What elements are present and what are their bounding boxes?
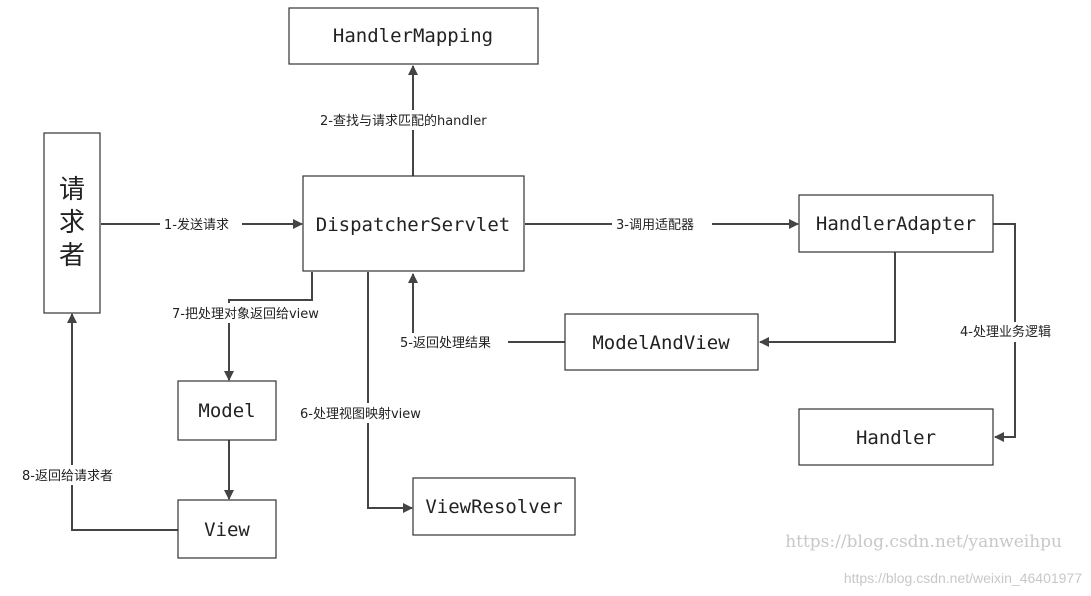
node-view-resolver: ViewResolver <box>412 477 576 536</box>
view-resolver-label: ViewResolver <box>425 496 562 518</box>
handler-mapping-label: HandlerMapping <box>333 25 493 47</box>
node-requester: 请 求 者 <box>43 132 101 314</box>
model-label: Model <box>198 400 255 422</box>
edge-labels: 1-发送请求 2-查找与请求匹配的handler 3-调用适配器 4-处理业务逻… <box>20 110 1068 485</box>
edge-view-mapping <box>367 272 413 513</box>
node-view: View <box>177 499 277 559</box>
dispatcher-servlet-label: DispatcherServlet <box>316 214 510 236</box>
view-label: View <box>204 519 250 541</box>
requester-char-3: 者 <box>59 241 85 271</box>
node-dispatcher-servlet: DispatcherServlet <box>302 175 525 272</box>
handler-label: Handler <box>856 427 936 449</box>
requester-char-1: 请 <box>59 175 85 205</box>
model-and-view-label: ModelAndView <box>592 332 730 354</box>
edge-adapter-to-modelandview <box>759 252 896 347</box>
label-step3: 3-调用适配器 <box>616 218 694 233</box>
label-step5: 5-返回处理结果 <box>400 336 491 351</box>
requester-char-2: 求 <box>59 208 85 238</box>
watermark-csdn: https://blog.csdn.net/weixin_46401977 <box>844 570 1082 586</box>
node-handler-mapping: HandlerMapping <box>288 7 539 65</box>
node-handler-adapter: HandlerAdapter <box>798 194 994 253</box>
label-step6: 6-处理视图映射view <box>300 406 421 422</box>
node-model: Model <box>177 380 277 441</box>
label-step4: 4-处理业务逻辑 <box>960 324 1051 340</box>
label-step8: 8-返回给请求者 <box>22 469 113 484</box>
label-step1: 1-发送请求 <box>164 217 229 233</box>
label-step7: 7-把处理对象返回给view <box>172 307 319 322</box>
edge-return-requester <box>67 313 178 531</box>
label-step2: 2-查找与请求匹配的handler <box>320 113 487 129</box>
watermark-blog: https://blog.csdn.net/yanweihpu <box>785 532 1062 552</box>
edge-to-model <box>224 272 313 381</box>
node-model-and-view: ModelAndView <box>564 313 759 371</box>
edge-return-result <box>408 273 565 343</box>
handler-adapter-label: HandlerAdapter <box>816 213 976 235</box>
node-handler: Handler <box>798 408 994 466</box>
